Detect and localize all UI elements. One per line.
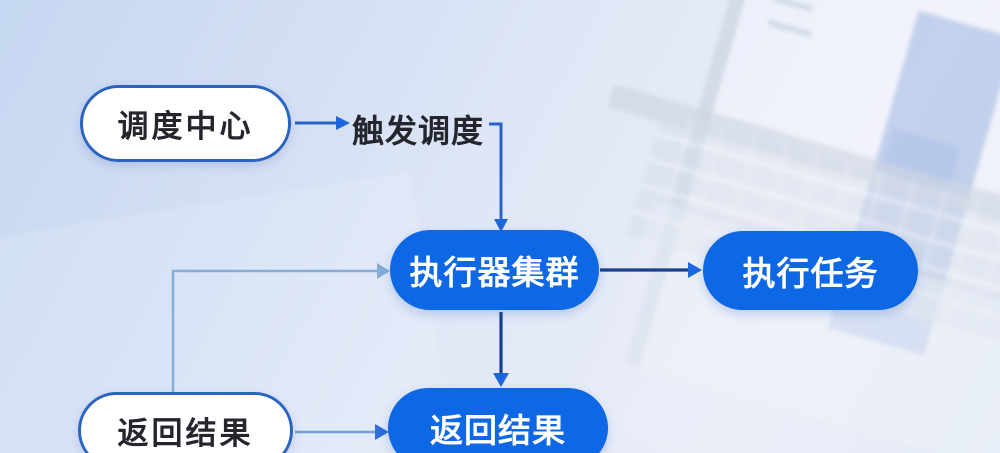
node-executor-cluster-label: 执行器集群 [409, 254, 580, 291]
node-return-result-target-label: 返回结果 [430, 412, 566, 449]
screen-text-line [773, 0, 814, 13]
edge-result-to-result [295, 424, 389, 440]
node-execute-task: 执行任务 [703, 231, 918, 310]
node-execute-task-label: 执行任务 [742, 254, 879, 292]
edge-executor-to-task [600, 262, 702, 278]
node-return-result-source: 返回结果 [78, 392, 293, 453]
laptop-screen [625, 0, 1000, 453]
screen-text-line [766, 19, 813, 38]
screen-blue-chip [876, 128, 961, 206]
node-return-result-source-label: 返回结果 [117, 416, 254, 451]
edge-trigger-to-executor [489, 122, 508, 232]
edge-label-trigger: 触发调度 [352, 113, 485, 149]
node-executor-cluster: 执行器集群 [390, 230, 599, 310]
edge-executor-to-result [493, 312, 509, 387]
edge-result-feedback [171, 263, 390, 394]
edge-dispatch-to-trigger [295, 116, 350, 130]
node-dispatch-center: 调度中心 [80, 85, 291, 162]
node-return-result-target: 返回结果 [388, 388, 608, 453]
node-dispatch-center-label: 调度中心 [117, 109, 254, 144]
